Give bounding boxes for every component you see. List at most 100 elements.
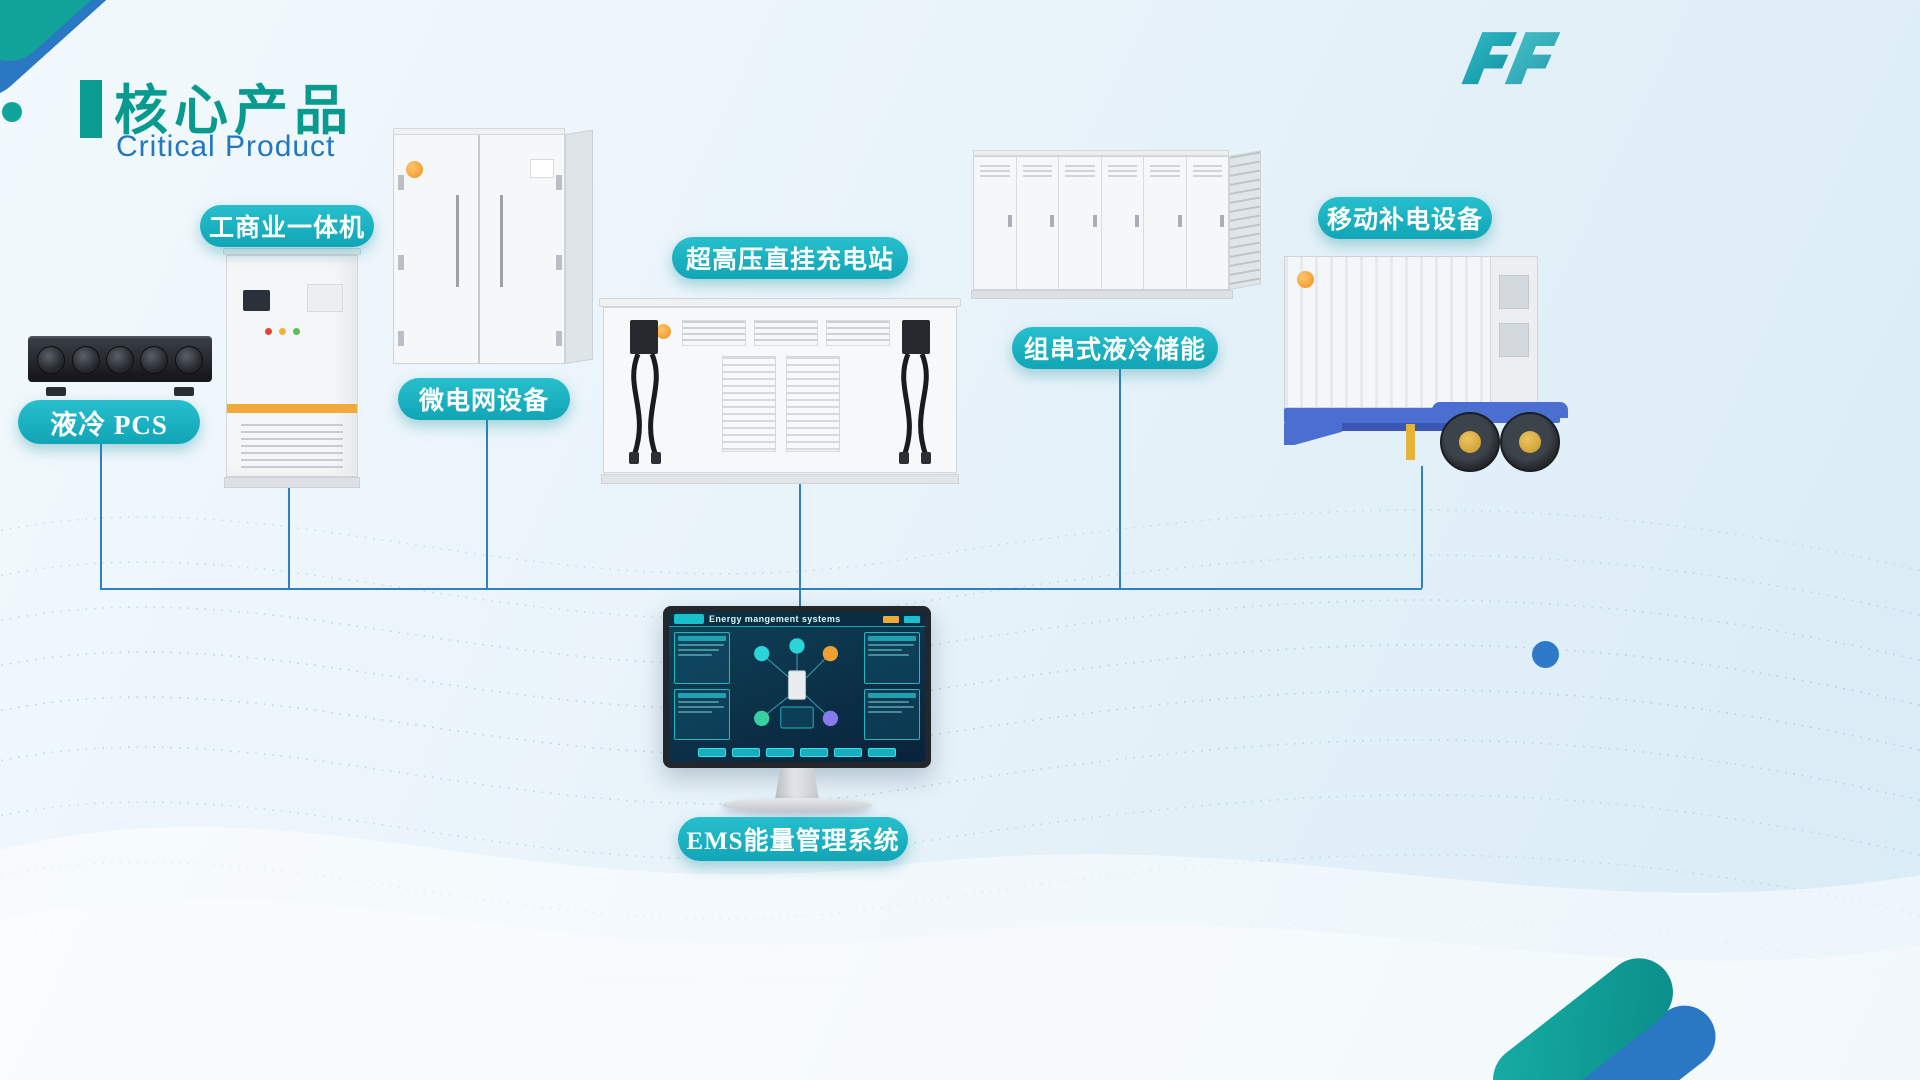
cabinet-base [224,477,360,488]
door-hinge [398,255,404,270]
label-string-storage: 组串式液冷储能 [1012,327,1218,369]
fan-icon [140,346,169,374]
connector-microgrid [486,420,488,588]
door-split-line [478,134,480,364]
trailer-wheel [1500,412,1560,472]
screen-button [834,747,862,757]
screen-text-line [678,705,724,708]
fan-icon [71,346,100,374]
brand-logo-icon [406,161,423,178]
pcs-foot [174,387,194,396]
station-base [601,474,959,484]
panel-header-bar [868,636,916,642]
fan-icon [37,346,66,374]
door-handle-rod [456,195,459,287]
vent-panel [682,320,746,346]
screen-text-line [678,700,719,703]
label-all-in-one: 工商业一体机 [200,205,374,247]
screen-data-panel [674,688,730,741]
product-pcs-unit [28,336,212,396]
charging-cables-icon [899,320,931,464]
louver-door [786,356,840,452]
storage-base [971,290,1233,299]
panel-header-bar [868,692,916,698]
label-mobile-power: 移动补电设备 [1318,197,1492,239]
door-handle-rod [500,195,503,287]
label-microgrid: 微电网设备 [398,378,570,420]
product-microgrid-container [393,128,597,368]
pcs-foot [46,387,66,396]
vent-panel [826,320,890,346]
cabinet-front [226,255,358,477]
screen-body [669,627,925,745]
screen-header: Energy mangement systems [669,612,925,628]
vent-panel [754,320,818,346]
charging-cable-bay-right [890,318,942,468]
title-accent-bar [80,80,102,138]
monitor-stand-neck [775,768,819,800]
connector-pcs [100,442,102,588]
product-mobile-power-trailer [1278,252,1570,472]
screen-data-panel [674,632,730,684]
storage-door [1059,157,1102,289]
end-panel-window [1499,323,1529,357]
door-hinge [398,175,404,190]
screen-button-row [669,745,925,762]
pcs-chassis [28,336,212,382]
screen-text-line [678,649,719,652]
trailer-beam [1284,423,1484,431]
screen-text-line [868,649,902,652]
fan-icon [105,346,134,374]
container-roof [393,128,565,135]
product-all-in-one-cabinet [223,248,361,488]
screen-data-panel [864,632,920,684]
connector-string-storage [1119,369,1121,588]
wheel-hub [1519,431,1541,453]
mobile-container [1284,256,1538,408]
storage-door [1017,157,1059,289]
panel-header-bar [678,692,726,698]
brand-logo-icon [656,324,671,339]
louver-door [722,356,776,452]
company-logo-icon [1461,32,1561,85]
screen-status-chip [904,615,920,623]
screen-button [766,747,794,757]
connector-mobile [1421,466,1423,588]
storage-top-rim [973,150,1229,156]
panel-header-bar [678,636,726,642]
page-subtitle: Critical Product [116,130,336,163]
connector-monitor [799,588,801,614]
connector-bus-line [100,588,1422,590]
monitor-stand-base [722,798,872,812]
connector-all-in-one [288,486,290,588]
label-charging-station: 超高压直挂充电站 [672,237,908,279]
trailer-wheel [1440,412,1500,472]
door-hinge [556,175,562,190]
storage-door [1144,157,1187,289]
screen-button [868,747,896,757]
storage-door [1187,157,1229,289]
screen-flow-diagram [735,632,859,740]
screen-text-line [868,644,914,647]
cabinet-orange-stripe [227,404,357,413]
screen-button [800,747,828,757]
screen-status-chip [883,615,899,623]
container-end-panel [1490,257,1537,407]
screen-right-column [864,632,920,741]
status-led-red [265,328,272,335]
trailer-fender [1432,402,1568,418]
cabinet-top-rim [223,248,361,255]
storage-door [974,157,1017,289]
cabinet-vent-louver [241,424,343,470]
fan-icon [174,346,203,374]
screen-text-line [868,710,902,713]
container-name-plate [530,159,554,178]
door-hinge [398,331,404,346]
label-ems: EMS能量管理系统 [678,817,908,861]
status-led-green [293,328,300,335]
screen-text-line [678,644,724,647]
connector-charging [799,480,801,588]
label-pcs: 液冷 PCS [18,400,200,444]
ems-monitor: Energy mangement systems [663,606,931,816]
